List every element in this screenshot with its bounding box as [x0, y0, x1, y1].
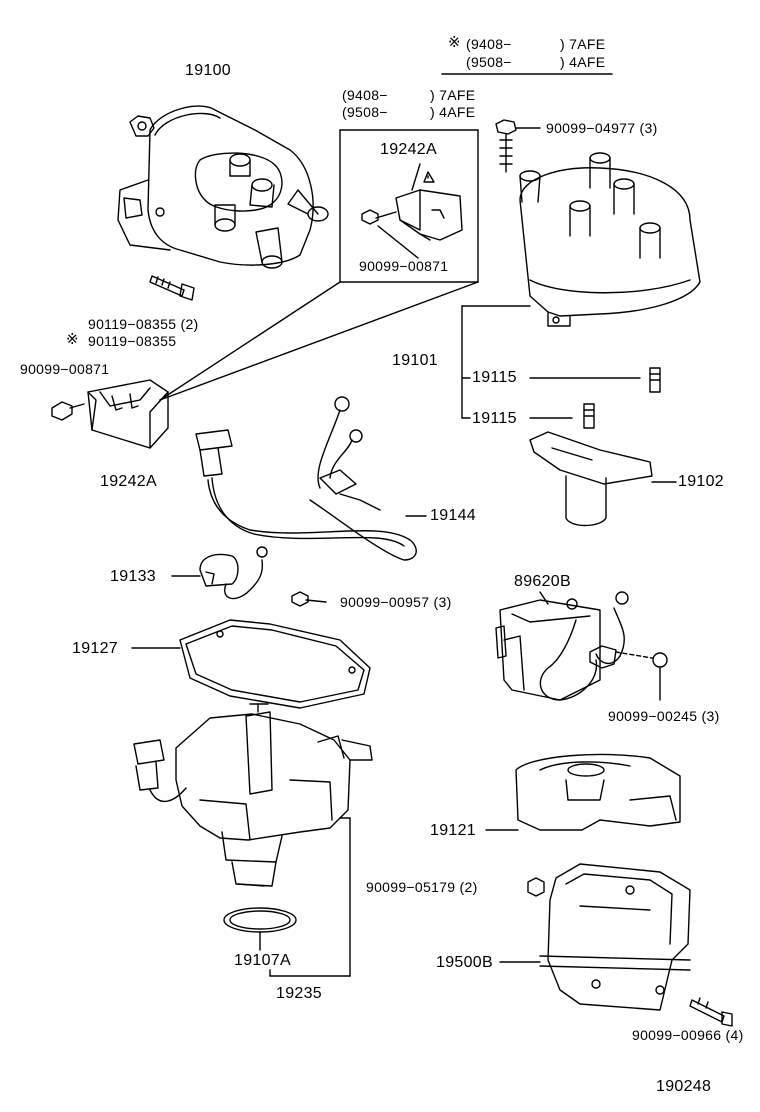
leader-19235: [269, 817, 351, 977]
spring-19115-drawing: [583, 367, 661, 429]
leader-89620b: [539, 591, 549, 605]
inset-row1-engine: ) 7AFE: [430, 87, 476, 103]
screw-00957-drawing: [291, 591, 327, 607]
part-19242a: 19242A: [100, 473, 157, 490]
part-19133: 19133: [110, 568, 156, 585]
gasket-19127-drawing: [179, 619, 371, 709]
screw-90099-04977-drawing: [495, 119, 517, 173]
inset-row2-date: (9508−: [342, 104, 388, 120]
leader-inset-part: [411, 163, 421, 191]
part-19101: 19101: [392, 352, 438, 369]
washer-00245: [652, 652, 668, 668]
part-89620b: 89620B: [514, 573, 571, 590]
inset-part-label: 19242A: [380, 141, 437, 158]
part-19144: 19144: [430, 507, 476, 524]
legend-row1-engine: ) 7AFE: [560, 36, 606, 52]
inset-row2-engine: ) 4AFE: [430, 104, 476, 120]
part-19100: 19100: [185, 62, 231, 79]
part-19121: 19121: [430, 822, 476, 839]
cover-19121-drawing: [515, 753, 681, 831]
rotor-19102-drawing: [529, 431, 653, 527]
part-90099-00871: 90099−00871: [20, 361, 110, 377]
part-19115-a: 19115: [472, 369, 517, 386]
inset-frame: [159, 129, 479, 401]
part-90099-00957: 90099−00957 (3): [340, 594, 452, 610]
inset-bracket-drawing: [361, 171, 463, 241]
part-19500b: 19500B: [436, 954, 493, 971]
part-19107a: 19107A: [234, 952, 291, 969]
part-19235: 19235: [276, 985, 322, 1002]
part-90099-00966: 90099−00966 (4): [632, 1027, 744, 1043]
part-19102: 19102: [678, 473, 724, 490]
part-19127: 19127: [72, 640, 118, 657]
part-90099-00245: 90099−00245 (3): [608, 708, 720, 724]
igniter-89620b-drawing: [495, 591, 629, 701]
sensor-19133-drawing: [199, 546, 268, 600]
part-90119-08355-alt: 90119−08355: [88, 333, 177, 349]
part-90099-04977: 90099−04977 (3): [546, 120, 658, 136]
case-19500b-drawing: [539, 863, 691, 1011]
housing-19235-drawing: [133, 703, 373, 933]
leader-inset-screw: [377, 225, 419, 259]
part-90119-08355: 90119−08355 (2): [88, 316, 199, 332]
legend-row1-date: (9408−: [466, 36, 512, 52]
legend-row2-engine: ) 4AFE: [560, 54, 606, 70]
part-19115-b: 19115: [472, 410, 517, 427]
dashed-link: [615, 651, 653, 659]
bolt-90119-08355-drawing: [149, 275, 195, 301]
legend-row2-date: (9508−: [466, 54, 512, 70]
inset-row1-date: (9408−: [342, 87, 388, 103]
part-90099-05179: 90099−05179 (2): [366, 879, 478, 895]
figure-code: 190248: [656, 1078, 712, 1095]
bolt-00966-drawing: [689, 997, 733, 1027]
nut-05179-drawing: [527, 877, 545, 897]
inset-screw-label: 90099−00871: [359, 258, 449, 274]
cover-19242a-drawing: [51, 379, 169, 449]
distributor-cap-drawing: [519, 152, 701, 327]
legend-mark: ※: [448, 34, 461, 51]
part-90119-08355-mark: ※: [66, 331, 79, 348]
distributor-assembly-drawing: [117, 105, 329, 269]
harness-19144-drawing: [195, 396, 417, 561]
